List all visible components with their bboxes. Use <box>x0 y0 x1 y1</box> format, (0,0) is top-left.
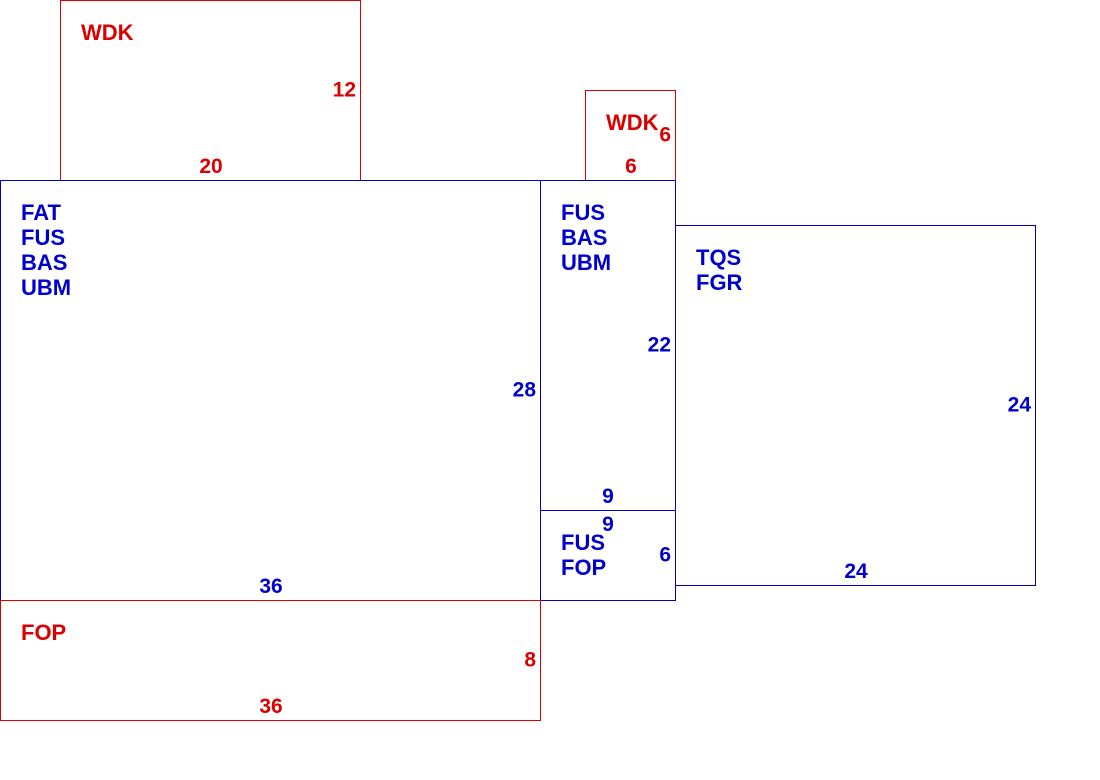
room-code: FUS <box>561 200 605 225</box>
room-height-label: 24 <box>1007 393 1031 417</box>
room-width-label: 20 <box>199 155 223 178</box>
room-fus-fop: FUS FOP 6 9 <box>540 510 676 601</box>
room-width-label: 9 <box>602 485 614 508</box>
room-height-label: 12 <box>332 78 356 102</box>
room-height-label: 22 <box>647 333 671 357</box>
room-code: WDK <box>81 20 134 45</box>
room-code: FOP <box>21 620 67 645</box>
room-code: FOP <box>561 555 607 580</box>
room-codes: WDK <box>81 20 134 45</box>
room-height-label: 8 <box>524 648 536 672</box>
room-width-label: 36 <box>259 575 283 598</box>
room-code: WDK <box>606 110 659 135</box>
room-code: FUS <box>21 225 65 250</box>
room-wdk-large: WDK 12 20 <box>60 0 361 181</box>
room-width-label: 36 <box>259 695 283 718</box>
room-code: UBM <box>21 275 72 300</box>
room-codes: FUS BAS UBM <box>561 200 611 275</box>
room-codes: WDK <box>606 110 659 135</box>
room-width-label: 6 <box>625 155 637 178</box>
room-code: UBM <box>561 250 612 275</box>
room-fus-bas-ubm: FUS BAS UBM 22 9 <box>540 180 676 511</box>
room-code: BAS <box>21 250 68 275</box>
room-height-label: 28 <box>512 378 536 402</box>
room-code: BAS <box>561 225 608 250</box>
room-code: TQS <box>696 245 742 270</box>
room-height-label: 6 <box>659 543 671 567</box>
room-codes: FUS FOP <box>561 530 606 580</box>
room-tqs-fgr: TQS FGR 24 24 <box>675 225 1036 586</box>
room-code: FAT <box>21 200 61 225</box>
room-code: FGR <box>696 270 743 295</box>
room-code: FUS <box>561 530 605 555</box>
room-width-label: 24 <box>844 560 868 583</box>
room-height-label: 6 <box>659 123 671 147</box>
room-codes: FAT FUS BAS UBM <box>21 200 71 300</box>
room-wdk-small: WDK 6 6 <box>585 90 676 181</box>
room-codes: FOP <box>21 620 66 645</box>
room-width-label: 9 <box>602 513 614 536</box>
room-codes: TQS FGR <box>696 245 742 295</box>
room-main: FAT FUS BAS UBM 28 36 <box>0 180 541 601</box>
room-fop: FOP 8 36 <box>0 600 541 721</box>
